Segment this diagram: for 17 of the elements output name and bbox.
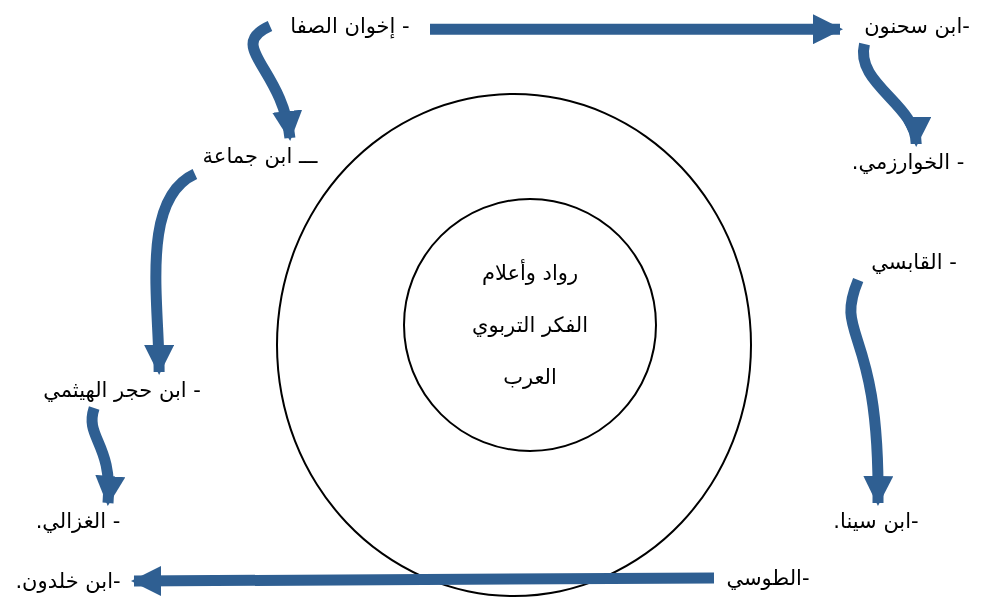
arrow [845, 278, 893, 506]
arrow [430, 14, 843, 45]
scholar-name: ـــ ابن جماعة [172, 140, 348, 172]
scholar-name: - الخوارزمي. [826, 146, 990, 178]
scholar-name: - القابسي [852, 246, 976, 278]
arrow [86, 406, 125, 506]
scholar-name: - الغزالي. [18, 505, 138, 537]
scholar-name: -ابن سينا. [826, 505, 926, 537]
scholar-name: -ابن خلدون. [4, 565, 132, 597]
arrow [143, 169, 198, 375]
scholar-name: -ابن سحنون [842, 10, 992, 42]
topic-circle: رواد وأعلام الفكر التربوي العرب [403, 198, 657, 452]
scholar-name: - ابن حجر الهيثمي [6, 374, 238, 406]
scholar-name: -الطوسي [716, 562, 820, 594]
arrow [131, 565, 714, 596]
scholar-name: - إخوان الصفا [272, 10, 428, 42]
arrow [858, 43, 928, 147]
